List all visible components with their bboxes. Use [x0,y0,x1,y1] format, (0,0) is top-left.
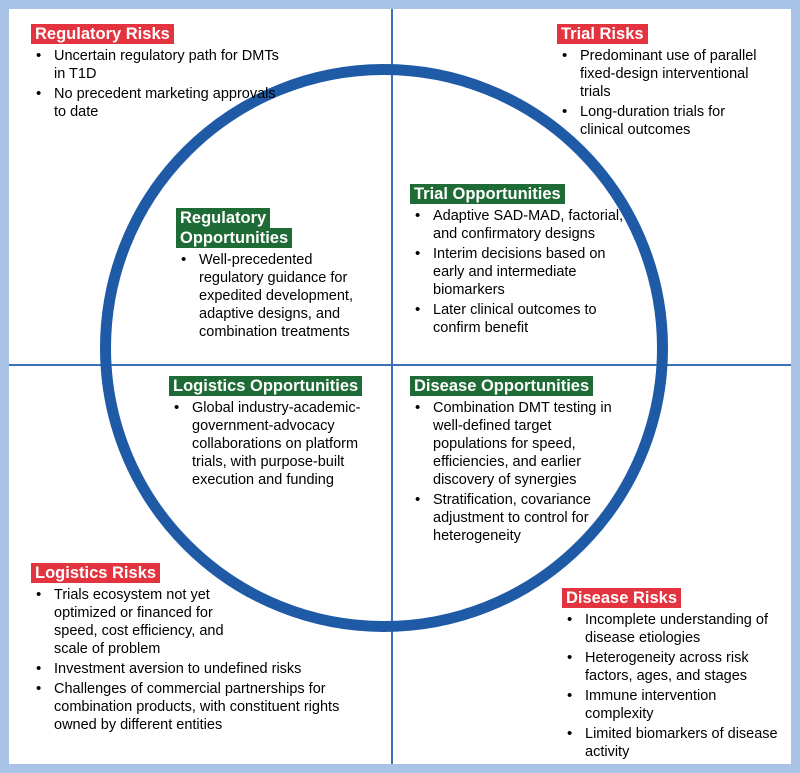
central-circle [100,64,668,632]
disease-risks-list: Incomplete understanding of disease etio… [562,611,784,761]
list-item: Immune intervention complexity [562,687,784,723]
regulatory-opportunities-list: Well-precedented regulatory guidance for… [176,251,376,341]
regulatory-risks-list: Uncertain regulatory path for DMTs in T1… [31,47,291,121]
trial-opportunities-block: Trial Opportunities Adaptive SAD-MAD, fa… [410,184,630,339]
disease-opportunities-heading: Disease Opportunities [410,376,594,396]
list-item: Trials ecosystem not yet optimized or fi… [31,586,254,658]
list-item: Predominant use of parallel fixed-design… [557,47,762,101]
list-item: Investment aversion to undefined risks [31,660,361,678]
regulatory-opportunities-heading-line1: Regulatory [176,208,271,228]
list-item: Interim decisions based on early and int… [410,245,630,299]
regulatory-opportunities-block: Regulatory Opportunities Well-precedente… [176,208,376,343]
list-item: Challenges of commercial partnerships fo… [31,680,361,734]
regulatory-opportunities-heading-line2: Opportunities [176,228,293,248]
trial-opportunities-heading: Trial Opportunities [410,184,565,204]
regulatory-risks-block: Regulatory Risks Uncertain regulatory pa… [31,24,291,123]
list-item: Uncertain regulatory path for DMTs in T1… [31,47,291,83]
logistics-opportunities-block: Logistics Opportunities Global industry-… [169,376,387,491]
disease-opportunities-list: Combination DMT testing in well-defined … [410,399,620,545]
logistics-risks-block: Logistics Risks Trials ecosystem not yet… [31,563,361,736]
list-item: Adaptive SAD-MAD, factorial, and confirm… [410,207,630,243]
disease-risks-heading: Disease Risks [562,588,681,608]
trial-opportunities-list: Adaptive SAD-MAD, factorial, and confirm… [410,207,630,337]
trial-risks-heading: Trial Risks [557,24,648,44]
logistics-opportunities-heading: Logistics Opportunities [169,376,363,396]
logistics-opportunities-list: Global industry-academic-government-advo… [169,399,387,489]
list-item: Combination DMT testing in well-defined … [410,399,620,489]
list-item: Incomplete understanding of disease etio… [562,611,784,647]
trial-risks-block: Trial Risks Predominant use of parallel … [557,24,762,141]
list-item: Global industry-academic-government-advo… [169,399,387,489]
list-item: Heterogeneity across risk factors, ages,… [562,649,784,685]
list-item: Well-precedented regulatory guidance for… [176,251,376,341]
logistics-risks-list: Trials ecosystem not yet optimized or fi… [31,586,361,734]
logistics-risks-heading: Logistics Risks [31,563,161,583]
trial-risks-list: Predominant use of parallel fixed-design… [557,47,762,139]
list-item: No precedent marketing approvals to date [31,85,291,121]
regulatory-risks-heading: Regulatory Risks [31,24,174,44]
disease-opportunities-block: Disease Opportunities Combination DMT te… [410,376,620,547]
disease-risks-block: Disease Risks Incomplete understanding o… [562,588,784,763]
list-item: Later clinical outcomes to confirm benef… [410,301,630,337]
list-item: Stratification, covariance adjustment to… [410,491,620,545]
list-item: Long-duration trials for clinical outcom… [557,103,762,139]
list-item: Limited biomarkers of disease activity [562,725,784,761]
